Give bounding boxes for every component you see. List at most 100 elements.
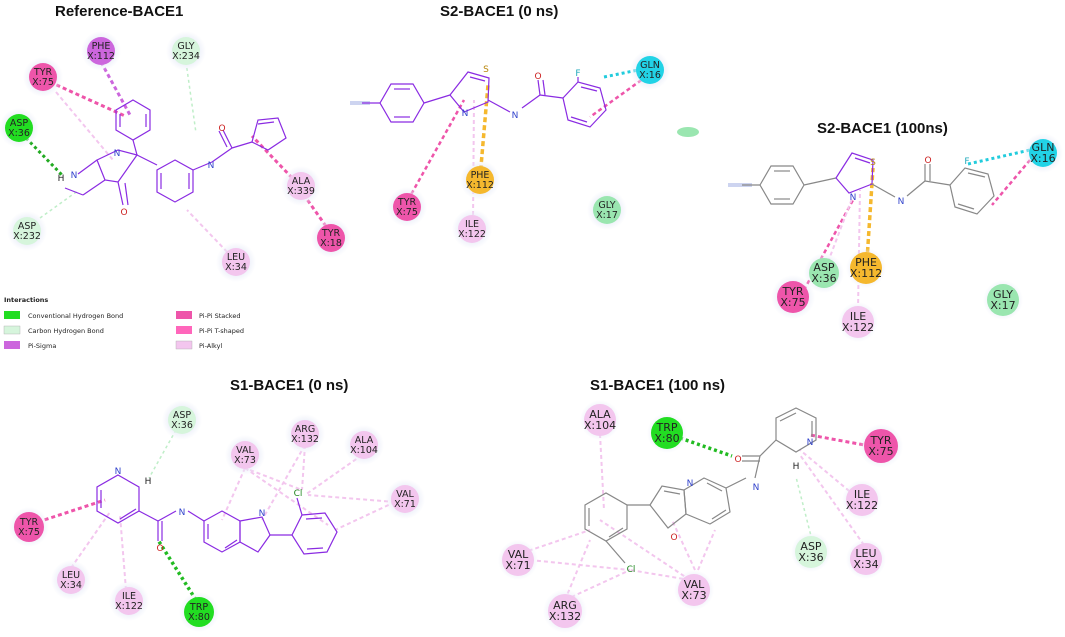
atom-n: N <box>753 483 760 493</box>
svg-text:X:104: X:104 <box>584 419 616 432</box>
svg-text:ILE: ILE <box>122 591 136 602</box>
svg-text:PHE: PHE <box>855 256 877 269</box>
svg-text:TYR: TYR <box>321 228 341 239</box>
pi-pi-line <box>37 498 106 524</box>
residue-gln-16: GLN X:16 <box>630 50 670 90</box>
svg-text:VAL: VAL <box>508 548 529 561</box>
residue-gln-16: GLN X:16 <box>1023 133 1063 173</box>
svg-text:ASP: ASP <box>800 540 822 553</box>
residue-ile-122: ILE X:122 <box>109 581 149 621</box>
residue-tyr-75: TYR X:75 <box>859 424 903 468</box>
atom-n: N <box>512 111 519 121</box>
pi-alkyl-line <box>334 501 396 531</box>
panel-s1-0ns: S1-BACE1 (0 ns) <box>9 377 425 632</box>
residue-arg-132: ARG X:132 <box>285 414 325 454</box>
carbon-hbond-line <box>39 189 80 219</box>
svg-text:X:75: X:75 <box>780 296 805 309</box>
svg-text:X:73: X:73 <box>681 589 706 602</box>
svg-text:X:36: X:36 <box>171 420 193 431</box>
svg-text:ILE: ILE <box>465 219 479 230</box>
pi-pi-line <box>589 74 648 119</box>
svg-text:TYR: TYR <box>781 285 803 298</box>
atom-o: O <box>218 124 225 134</box>
atom-o: O <box>120 208 127 218</box>
legend-swatch <box>175 340 193 350</box>
residue-ala-104: ALA X:104 <box>344 425 384 465</box>
atom-s: S <box>483 65 489 75</box>
residue-trp-80: TRP X:80 <box>179 592 219 632</box>
residue-tyr-75: TYR X:75 <box>771 275 815 319</box>
residue-leu-34: LEU X:34 <box>216 242 256 282</box>
atom-n: N <box>71 171 78 181</box>
svg-text:X:16: X:16 <box>1030 152 1055 165</box>
panel-s2-100ns: S2-BACE1 (100ns) S <box>728 120 1063 342</box>
svg-text:ILE: ILE <box>854 488 870 501</box>
svg-text:X:34: X:34 <box>225 262 247 273</box>
residue-val-71: VAL X:71 <box>385 479 425 519</box>
svg-text:X:232: X:232 <box>13 231 41 242</box>
atom-n: N <box>462 109 469 119</box>
legend-swatch <box>4 341 20 349</box>
svg-text:TRP: TRP <box>189 602 208 613</box>
atom-cl: Cl <box>294 489 303 499</box>
svg-text:GLY: GLY <box>177 41 194 52</box>
atom-o: O <box>670 533 677 543</box>
svg-text:GLY: GLY <box>993 288 1013 301</box>
svg-text:X:122: X:122 <box>115 601 143 612</box>
residue-leu-34: LEU X:34 <box>51 560 91 600</box>
phenyl-ring <box>379 83 425 123</box>
svg-text:ARG: ARG <box>553 599 577 612</box>
svg-text:X:36: X:36 <box>8 128 30 139</box>
svg-text:X:75: X:75 <box>32 77 54 88</box>
svg-text:TYR: TYR <box>33 67 53 78</box>
pi-pi-line <box>406 99 466 201</box>
pi-alkyl-line <box>599 433 605 511</box>
legend-label: Pi-Sigma <box>28 342 56 350</box>
residue-tyr-18: TYR X:18 <box>311 218 351 258</box>
atom-n: N <box>807 438 814 448</box>
pi-alkyl-line <box>221 467 246 521</box>
svg-text:ASP: ASP <box>173 410 192 421</box>
pi-alkyl-line <box>857 189 861 311</box>
residue-gly-17: GLY X:17 <box>983 280 1023 320</box>
pi-alkyl-line <box>304 454 363 496</box>
svg-text:X:122: X:122 <box>842 321 874 334</box>
svg-text:VAL: VAL <box>396 489 414 500</box>
atom-o: O <box>156 544 163 554</box>
svg-text:VAL: VAL <box>236 445 254 456</box>
pi-alkyl-line <box>307 494 396 503</box>
svg-text:X:112: X:112 <box>87 51 115 62</box>
ligand-s1-0ns: N H N N O Cl <box>96 467 338 555</box>
svg-text:X:71: X:71 <box>505 559 530 572</box>
atom-s: S <box>870 158 876 168</box>
partial-residue-shape <box>677 127 699 137</box>
svg-text:X:122: X:122 <box>458 229 486 240</box>
residue-tyr-75: TYR X:75 <box>9 507 49 547</box>
svg-text:ASP: ASP <box>10 118 29 129</box>
atom-h: H <box>145 477 152 487</box>
atom-f: F <box>964 157 969 167</box>
residue-phe-112: PHE X:112 <box>846 248 886 288</box>
svg-text:X:17: X:17 <box>596 210 618 221</box>
svg-text:X:80: X:80 <box>654 432 679 445</box>
ligand-s2-0ns: S N N O F <box>350 65 607 128</box>
thiazole-ring <box>449 71 490 113</box>
svg-text:X:16: X:16 <box>639 70 661 81</box>
atom-n: N <box>179 508 186 518</box>
residue-ile-122: ILE X:122 <box>838 302 878 342</box>
svg-text:ILE: ILE <box>850 310 866 323</box>
legend-label: Conventional Hydrogen Bond <box>28 312 123 320</box>
atom-n: N <box>687 479 694 489</box>
svg-text:X:17: X:17 <box>990 299 1015 312</box>
conventional-hbond-line <box>24 136 64 177</box>
atom-o: O <box>734 455 741 465</box>
ligand-s1-100ns: N H N N O O Cl <box>584 407 817 575</box>
panel-s1-100ns: S1-BACE1 (100 ns) <box>498 377 903 633</box>
furan-ring <box>251 117 287 151</box>
svg-text:GLN: GLN <box>1032 141 1055 154</box>
svg-text:TYR: TYR <box>19 517 39 528</box>
pi-alkyl-line <box>827 195 854 263</box>
residue-trp-80: TRP X:80 <box>647 413 687 453</box>
pi-alkyl-line <box>697 529 716 571</box>
